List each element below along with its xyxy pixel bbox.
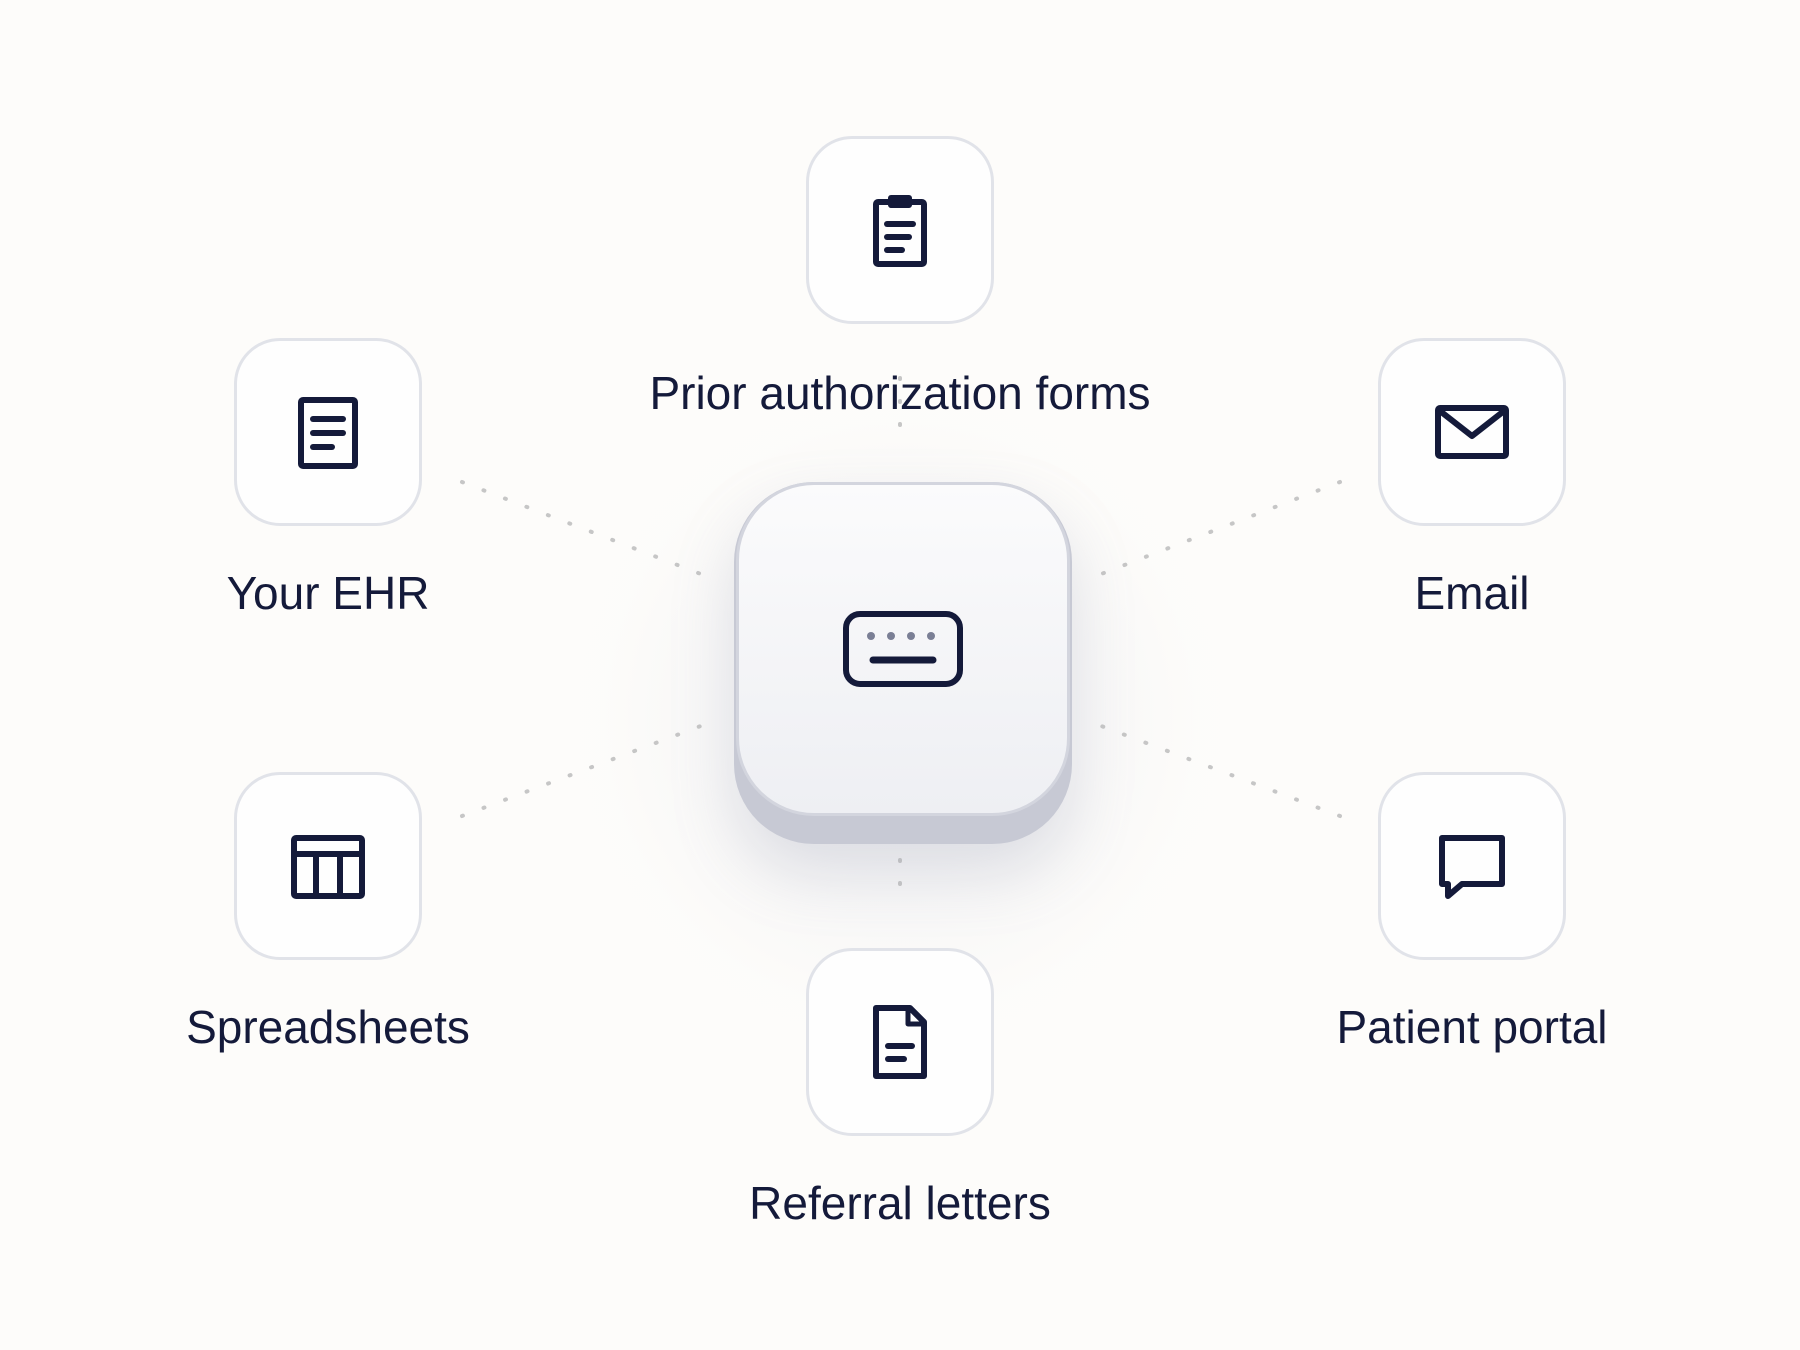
node-label-email: Email [1414, 567, 1530, 619]
document-lines-icon [298, 397, 358, 469]
node-label-prior-auth: Prior authorization forms [649, 367, 1151, 419]
node-card-referral[interactable] [806, 948, 994, 1136]
file-icon [873, 1005, 927, 1079]
hub-card[interactable] [736, 482, 1070, 816]
clipboard-icon [873, 195, 927, 267]
node-card-email[interactable] [1378, 338, 1566, 526]
table-icon [291, 835, 365, 899]
connector-ehr [460, 480, 708, 578]
envelope-icon [1435, 405, 1509, 459]
node-label-referral: Referral letters [749, 1177, 1051, 1229]
node-card-prior-auth[interactable] [806, 136, 994, 324]
node-label-spreadsheets: Spreadsheets [186, 1001, 470, 1053]
node-label-patient-portal: Patient portal [1336, 1001, 1608, 1053]
node-card-ehr[interactable] [234, 338, 422, 526]
chat-bubble-icon [1439, 835, 1505, 899]
connector-patient-portal [1094, 722, 1342, 818]
node-card-spreadsheets[interactable] [234, 772, 422, 960]
node-label-ehr: Your EHR [226, 567, 430, 619]
connector-spreadsheets [460, 722, 708, 818]
keyboard-icon [843, 611, 963, 687]
connector-email [1094, 480, 1342, 578]
node-card-patient-portal[interactable] [1378, 772, 1566, 960]
